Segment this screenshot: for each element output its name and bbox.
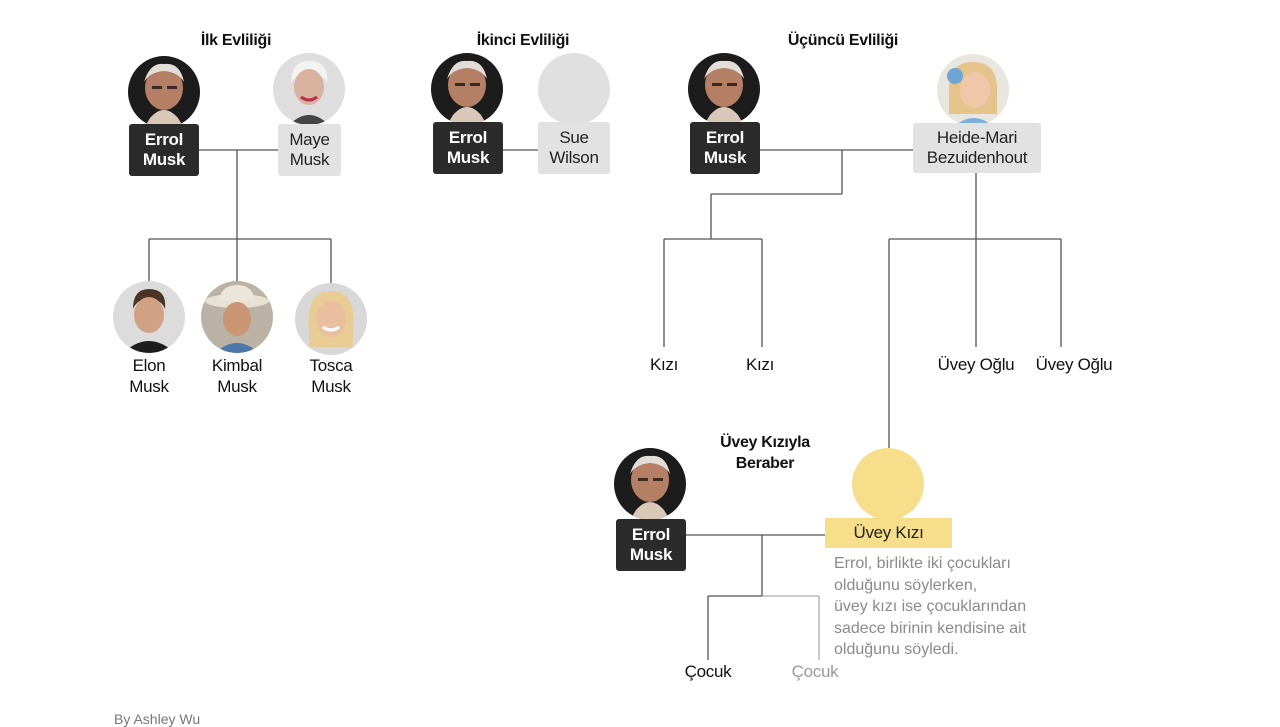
stepdaughter-placeholder-circle xyxy=(852,448,924,520)
elon-photo-icon xyxy=(113,281,185,353)
note-line: olduğunu söylerken, xyxy=(834,576,978,594)
child-label-1: Çocuk xyxy=(684,662,732,681)
kimbal-portrait xyxy=(201,281,273,353)
heide-portrait xyxy=(937,54,1009,126)
stepson-label-1: Üvey Oğlu xyxy=(937,355,1015,374)
maye-photo-icon xyxy=(273,53,345,125)
heading-second-marriage: İkinci Evliliği xyxy=(476,32,570,49)
name-line: Errol xyxy=(144,130,184,149)
child-label-2: Çocuk xyxy=(791,662,839,681)
name-line: Kimbal xyxy=(211,356,263,375)
kimbal-photo-icon xyxy=(201,281,273,353)
name-line: Musk xyxy=(289,150,330,169)
name-line: Musk xyxy=(142,150,186,169)
name-line: Errol xyxy=(631,525,671,544)
errol-photo-icon xyxy=(614,448,686,520)
errol-photo-icon xyxy=(128,56,200,128)
name-line: Elon xyxy=(132,356,166,375)
name-line: Musk xyxy=(217,377,257,396)
errol-portrait-2 xyxy=(431,53,503,125)
errol-photo-icon xyxy=(431,53,503,125)
errol-portrait-3 xyxy=(688,53,760,125)
name-line: Musk xyxy=(703,148,747,167)
name-line: Heide-Mari xyxy=(936,128,1018,147)
note-line: sadece birinin kendisine ait xyxy=(834,619,1027,637)
name-line: Musk xyxy=(446,148,490,167)
tosca-photo-icon xyxy=(295,283,367,355)
byline: By Ashley Wu xyxy=(114,711,201,727)
name-line: Errol xyxy=(448,128,488,147)
name-line: Tosca xyxy=(309,356,353,375)
elon-portrait xyxy=(113,281,185,353)
note-line: Errol, birlikte iki çocukları xyxy=(834,555,1011,572)
heading-line-2: Beraber xyxy=(735,455,795,472)
name-line: Maye xyxy=(289,130,330,149)
errol-portrait-4 xyxy=(614,448,686,520)
heading-stepdaughter-relationship: Üvey Kızıyla Beraber xyxy=(700,432,830,474)
errol-photo-icon xyxy=(688,53,760,125)
name-line: Sue xyxy=(559,128,589,147)
name-line: Musk xyxy=(311,377,351,396)
stepdaughter-name-tag: Üvey Kızı xyxy=(825,518,952,548)
stepson-label-2: Üvey Oğlu xyxy=(1035,355,1113,374)
heading-first-marriage: İlk Evliliği xyxy=(200,32,272,49)
heading-third-marriage: Üçüncü Evliliği xyxy=(787,32,899,49)
heading-line-1: Üvey Kızıyla xyxy=(720,434,810,451)
daughter-label-2: Kızı xyxy=(745,355,775,374)
name-line: Wilson xyxy=(549,148,599,167)
relationship-note: Errol, birlikte iki çocukları olduğunu s… xyxy=(834,553,1094,661)
name-line: Errol xyxy=(705,128,745,147)
heide-photo-icon xyxy=(937,54,1009,126)
errol-portrait-1 xyxy=(128,56,200,128)
daughter-label-1: Kızı xyxy=(649,355,679,374)
tosca-portrait xyxy=(295,283,367,355)
name-line: Bezuidenhout xyxy=(926,148,1028,167)
note-line: üvey kızı ise çocuklarından xyxy=(834,598,1027,615)
note-line: olduğunu söyledi. xyxy=(834,641,959,658)
sue-placeholder-circle xyxy=(538,53,610,125)
name-line: Musk xyxy=(629,545,673,564)
name-line: Musk xyxy=(129,377,169,396)
maye-portrait xyxy=(273,53,345,125)
